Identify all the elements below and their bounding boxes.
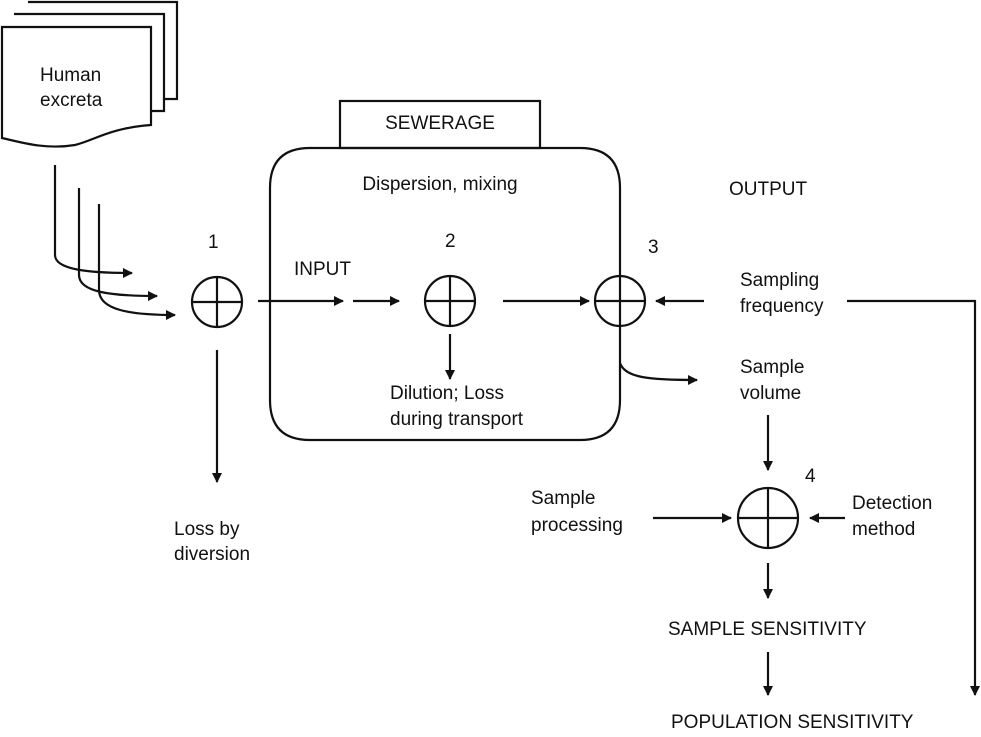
detection-method-line1: Detection (852, 493, 933, 514)
excreta-flow-3 (97, 204, 176, 320)
sample-volume-line1: Sample (740, 357, 805, 378)
loss-diversion-line2: diversion (174, 544, 251, 565)
sewerage-title-box (338, 99, 542, 150)
node-4-symbol (736, 486, 800, 550)
sampling-frequency-line2: frequency (740, 296, 824, 317)
sample-processing-line1: Sample (531, 488, 596, 509)
sampling-frequency-line1: Sampling (740, 270, 820, 291)
sewerage-container (268, 146, 622, 442)
loss-diversion-line1: Loss by (174, 519, 240, 540)
node-3-number: 3 (648, 237, 659, 258)
dilution-line1: Dilution; Loss (390, 383, 505, 404)
excreta-flow-1 (53, 165, 133, 278)
input-label: INPUT (294, 259, 351, 280)
output-label: OUTPUT (729, 179, 808, 200)
sample-processing-line2: processing (531, 515, 623, 536)
excreta-flow-2 (77, 188, 158, 301)
sample-sensitivity-label: SAMPLE SENSITIVITY (668, 619, 867, 640)
document-front (0, 25, 153, 148)
node-2-symbol (423, 274, 477, 328)
sampling-frequency-route (847, 299, 980, 696)
detection-method-line2: method (852, 519, 916, 540)
dilution-line2: during transport (390, 409, 524, 430)
node-4-number: 4 (805, 466, 816, 487)
sewerage-title: SEWERAGE (385, 113, 495, 134)
node-2-number: 2 (445, 231, 456, 252)
source-label-line2: excreta (40, 90, 103, 111)
population-sensitivity-label: POPULATION SENSITIVITY (671, 712, 914, 733)
node-1-number: 1 (208, 232, 219, 253)
sewerage-subtitle: Dispersion, mixing (362, 174, 518, 195)
source-label-line1: Human (40, 65, 102, 86)
node-3-symbol (593, 274, 647, 328)
node-1-symbol (190, 275, 244, 329)
sample-volume-line2: volume (740, 383, 802, 404)
arrow-node3-to-sample-volume (618, 362, 698, 385)
